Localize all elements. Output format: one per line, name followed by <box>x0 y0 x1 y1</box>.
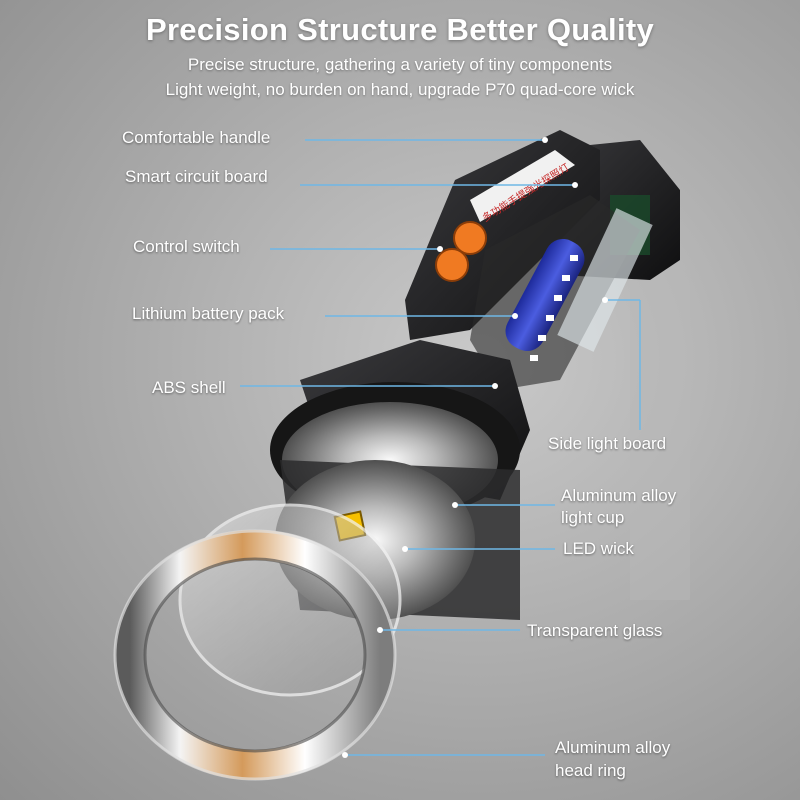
handle-label-plate <box>470 150 575 222</box>
switch-button-1 <box>453 221 487 255</box>
label-aluminum-head-ring-line2: head ring <box>555 761 626 780</box>
label-smart-circuit-board: Smart circuit board <box>125 167 268 186</box>
leader-dots <box>342 137 608 758</box>
label-led-wick: LED wick <box>563 539 634 558</box>
label-transparent-glass: Transparent glass <box>527 621 663 640</box>
label-side-light-board: Side light board <box>548 434 667 453</box>
label-aluminum-light-cup-line2: light cup <box>561 508 625 527</box>
label-aluminum-head-ring-line1: Aluminum alloy <box>555 738 671 757</box>
page-title: Precision Structure Better Quality <box>145 12 655 47</box>
subtitle-line-2: Light weight, no burden on hand, upgrade… <box>165 80 635 99</box>
label-comfortable-handle: Comfortable handle <box>122 128 271 147</box>
lithium-battery <box>505 238 585 352</box>
switch-button-2 <box>435 248 469 282</box>
side-leds <box>530 255 578 361</box>
label-control-switch: Control switch <box>133 237 240 256</box>
label-abs-shell: ABS shell <box>152 378 226 397</box>
label-lithium-battery-pack: Lithium battery pack <box>132 304 285 323</box>
side-light-board <box>557 208 653 352</box>
label-aluminum-light-cup-line1: Aluminum alloy <box>561 486 677 505</box>
handle-body <box>405 130 600 340</box>
aluminum-head-ring <box>113 529 397 781</box>
subtitle-line-1: Precise structure, gathering a variety o… <box>187 55 613 74</box>
leader-lines <box>240 139 641 756</box>
